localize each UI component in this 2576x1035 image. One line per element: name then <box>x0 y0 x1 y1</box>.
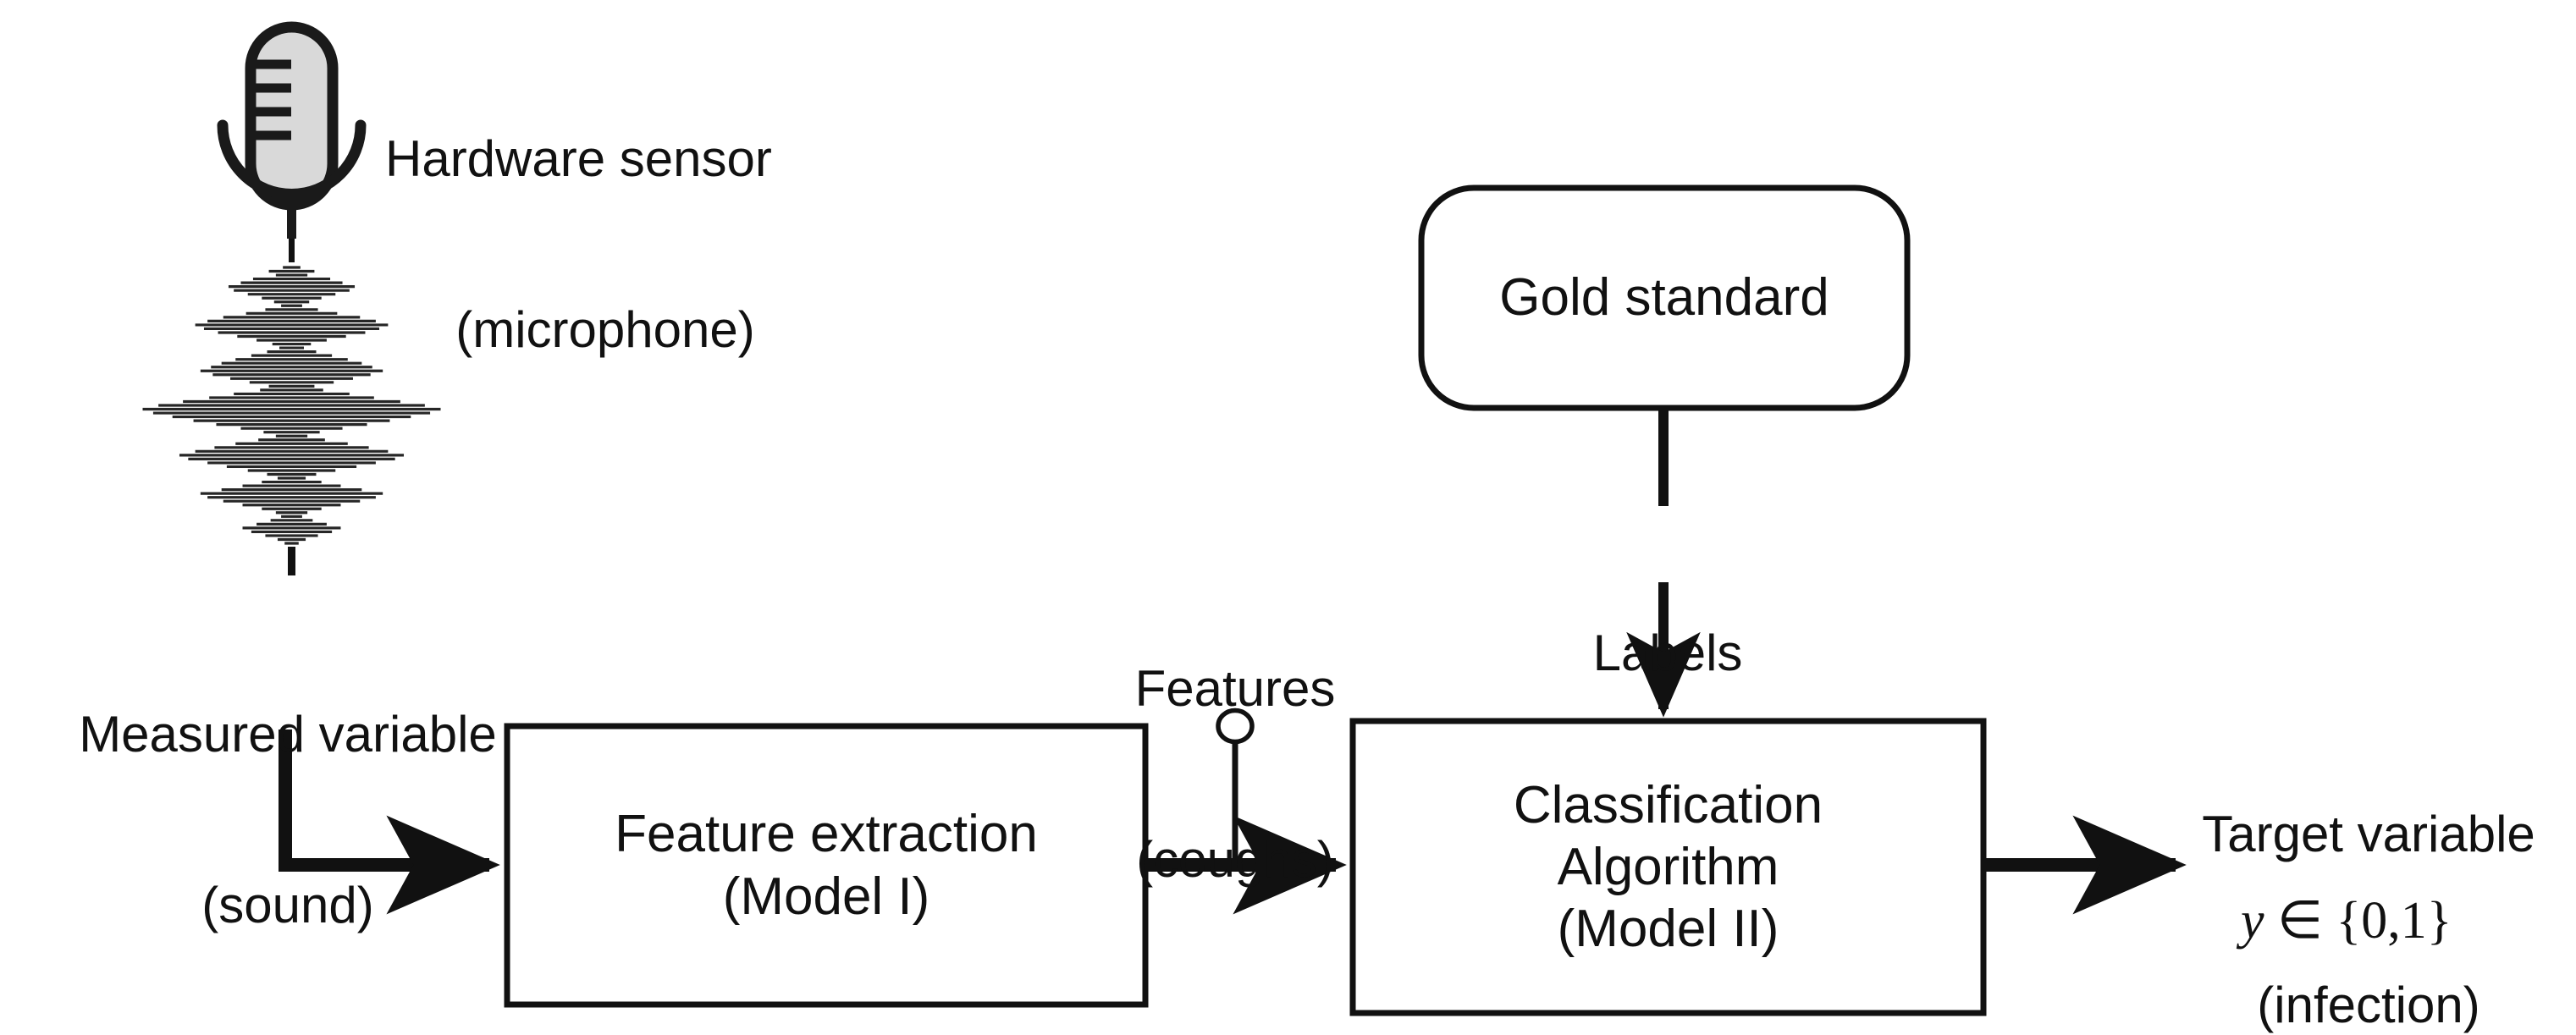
features-label-line2: (coughs) <box>1136 830 1334 888</box>
target-formula: y ∈ {0,1} <box>2188 834 2544 1010</box>
target-formula-rest: ∈ {0,1} <box>2264 892 2452 950</box>
target-variable-label: Target variable (infection) <box>2161 692 2576 1035</box>
feature-extraction-line2: (Model I) <box>722 867 930 926</box>
gold-standard-box[interactable]: Gold standard <box>1421 188 1907 408</box>
microphone-icon <box>217 21 367 239</box>
hardware-sensor-label-line1: Hardware sensor <box>385 130 772 188</box>
classification-line3: (Model II) <box>1557 900 1779 959</box>
feature-extraction-box[interactable]: Feature extraction (Model I) <box>507 726 1145 1005</box>
measured-variable-label-line1: Measured variable <box>79 706 497 763</box>
target-variable-label-line1: Target variable <box>2202 806 2535 863</box>
hardware-sensor-label-line2: (microphone) <box>455 300 755 358</box>
measured-variable-label-line2: (sound) <box>201 876 374 933</box>
classification-line1: Classification <box>1513 775 1823 834</box>
hardware-sensor-label: Hardware sensor (microphone) <box>385 17 876 472</box>
classification-line2: Algorithm <box>1557 837 1779 896</box>
features-probe-icon <box>1216 707 1255 865</box>
measured-variable-label: Measured variable (sound) <box>8 592 567 1035</box>
target-formula-variable: y <box>2241 892 2264 950</box>
features-label: Features (coughs) <box>1091 547 1379 1002</box>
gold-standard-label: Gold standard <box>1499 268 1829 328</box>
target-variable-label-line2: (infection) <box>2257 976 2480 1033</box>
classification-box[interactable]: Classification Algorithm (Model II) <box>1353 721 1983 1013</box>
labels-text: Labels <box>1549 511 1786 796</box>
audio-waveform-icon <box>142 266 441 545</box>
labels-text-value: Labels <box>1592 625 1743 682</box>
sound-to-feature-arrow <box>279 729 500 915</box>
feature-extraction-line1: Feature extraction <box>615 805 1038 864</box>
feature-extraction-box-shape[interactable] <box>504 723 1149 1008</box>
features-label-line1: Features <box>1134 660 1336 718</box>
